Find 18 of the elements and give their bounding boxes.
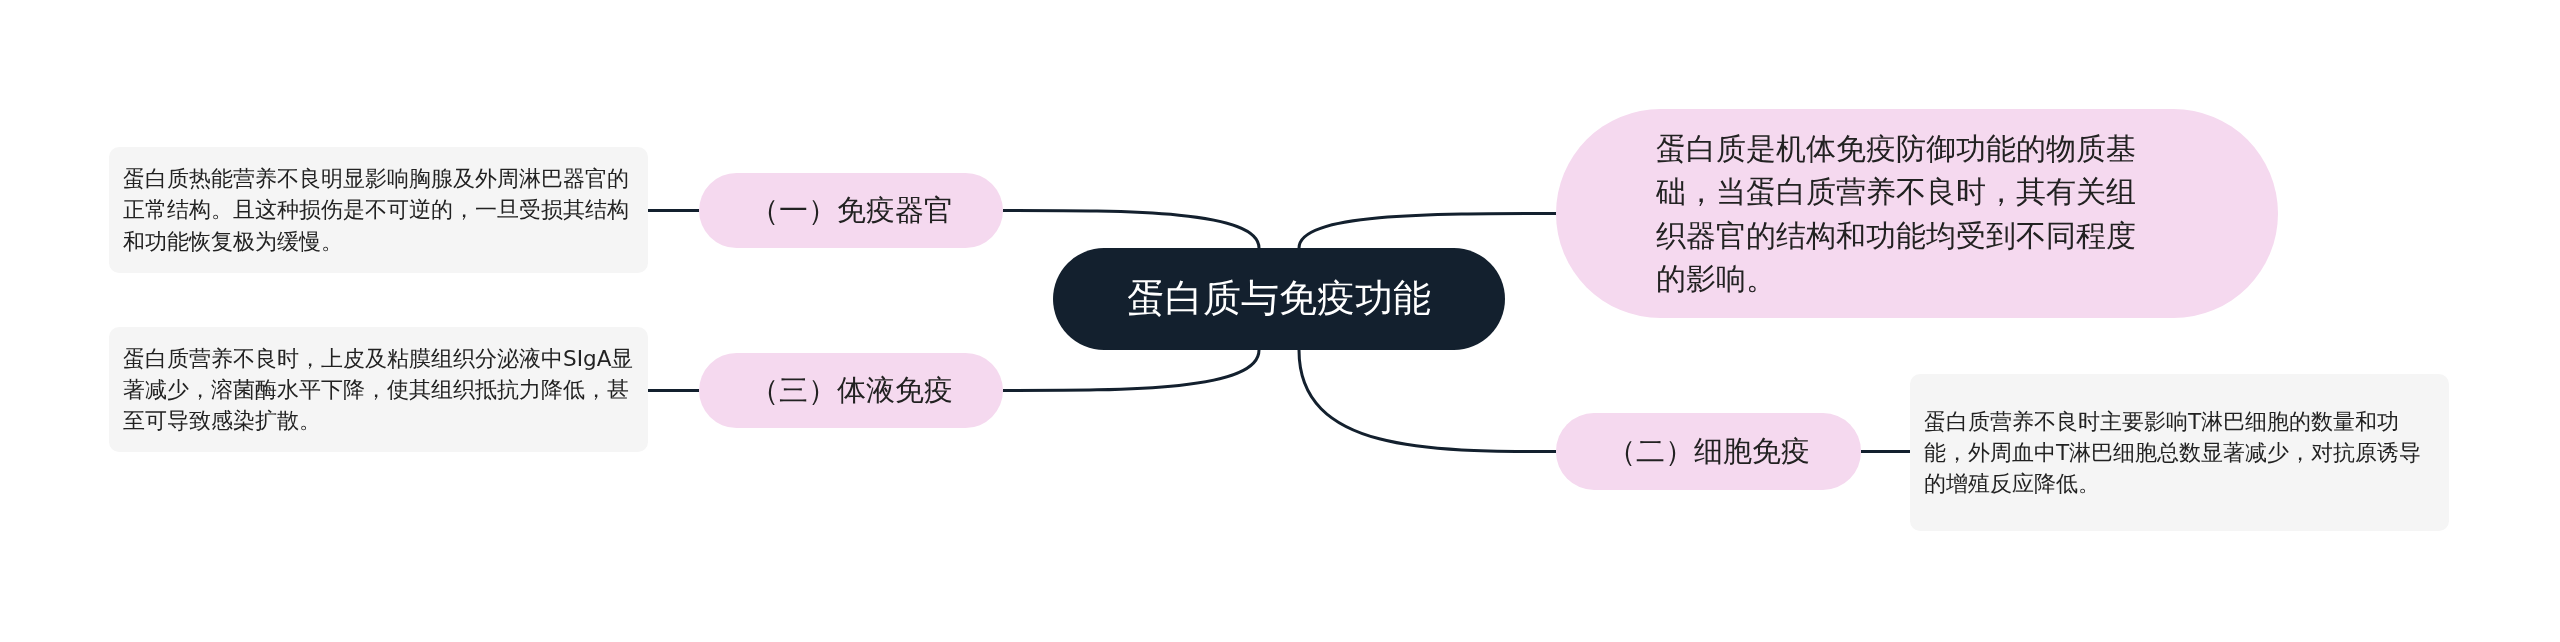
connector-line [1297,212,1556,249]
connector-line [1003,349,1261,392]
connector-line [648,389,699,392]
subtopic-label: （三）体液免疫 [749,372,953,410]
connector-line [1861,450,1910,453]
subtopic-label: （一）免疫器官 [749,192,953,230]
detail-box [109,327,648,452]
subtopic-label: （二）细胞免疫 [1607,433,1810,471]
detail-box [109,147,648,273]
topic-title: 蛋白质与免疫功能 [1127,275,1431,323]
note-text: 蛋白质热能营养不良明显影响胸腺及外周淋巴器官的正常结构。且这种损伤是不可逆的，一旦受损其结构和功能恢复极为缓慢。 [123,165,630,256]
note-text: 蛋白质营养不良时，上皮及粘膜组织分泌液中SIgA显著减少，溶菌酶水平下降，使其组织抵抗力降低，甚至可导致感染扩散。 [123,344,634,436]
note-text: 蛋白质是机体免疫防御功能的物质基础，当蛋白质营养不良时，其有关组织器官的结构和功能均受到不同程度的影响。 [1656,129,2137,298]
note-text: 蛋白质营养不良时主要影响T淋巴细胞的数量和功能，外周血中T淋巴细胞总数显著减少，对抗原诱导的增殖反应降低。 [1924,407,2423,499]
detail-box [1910,374,2449,531]
connector-line [1003,209,1261,249]
connector-line [648,209,699,212]
connector-line [1297,349,1556,453]
